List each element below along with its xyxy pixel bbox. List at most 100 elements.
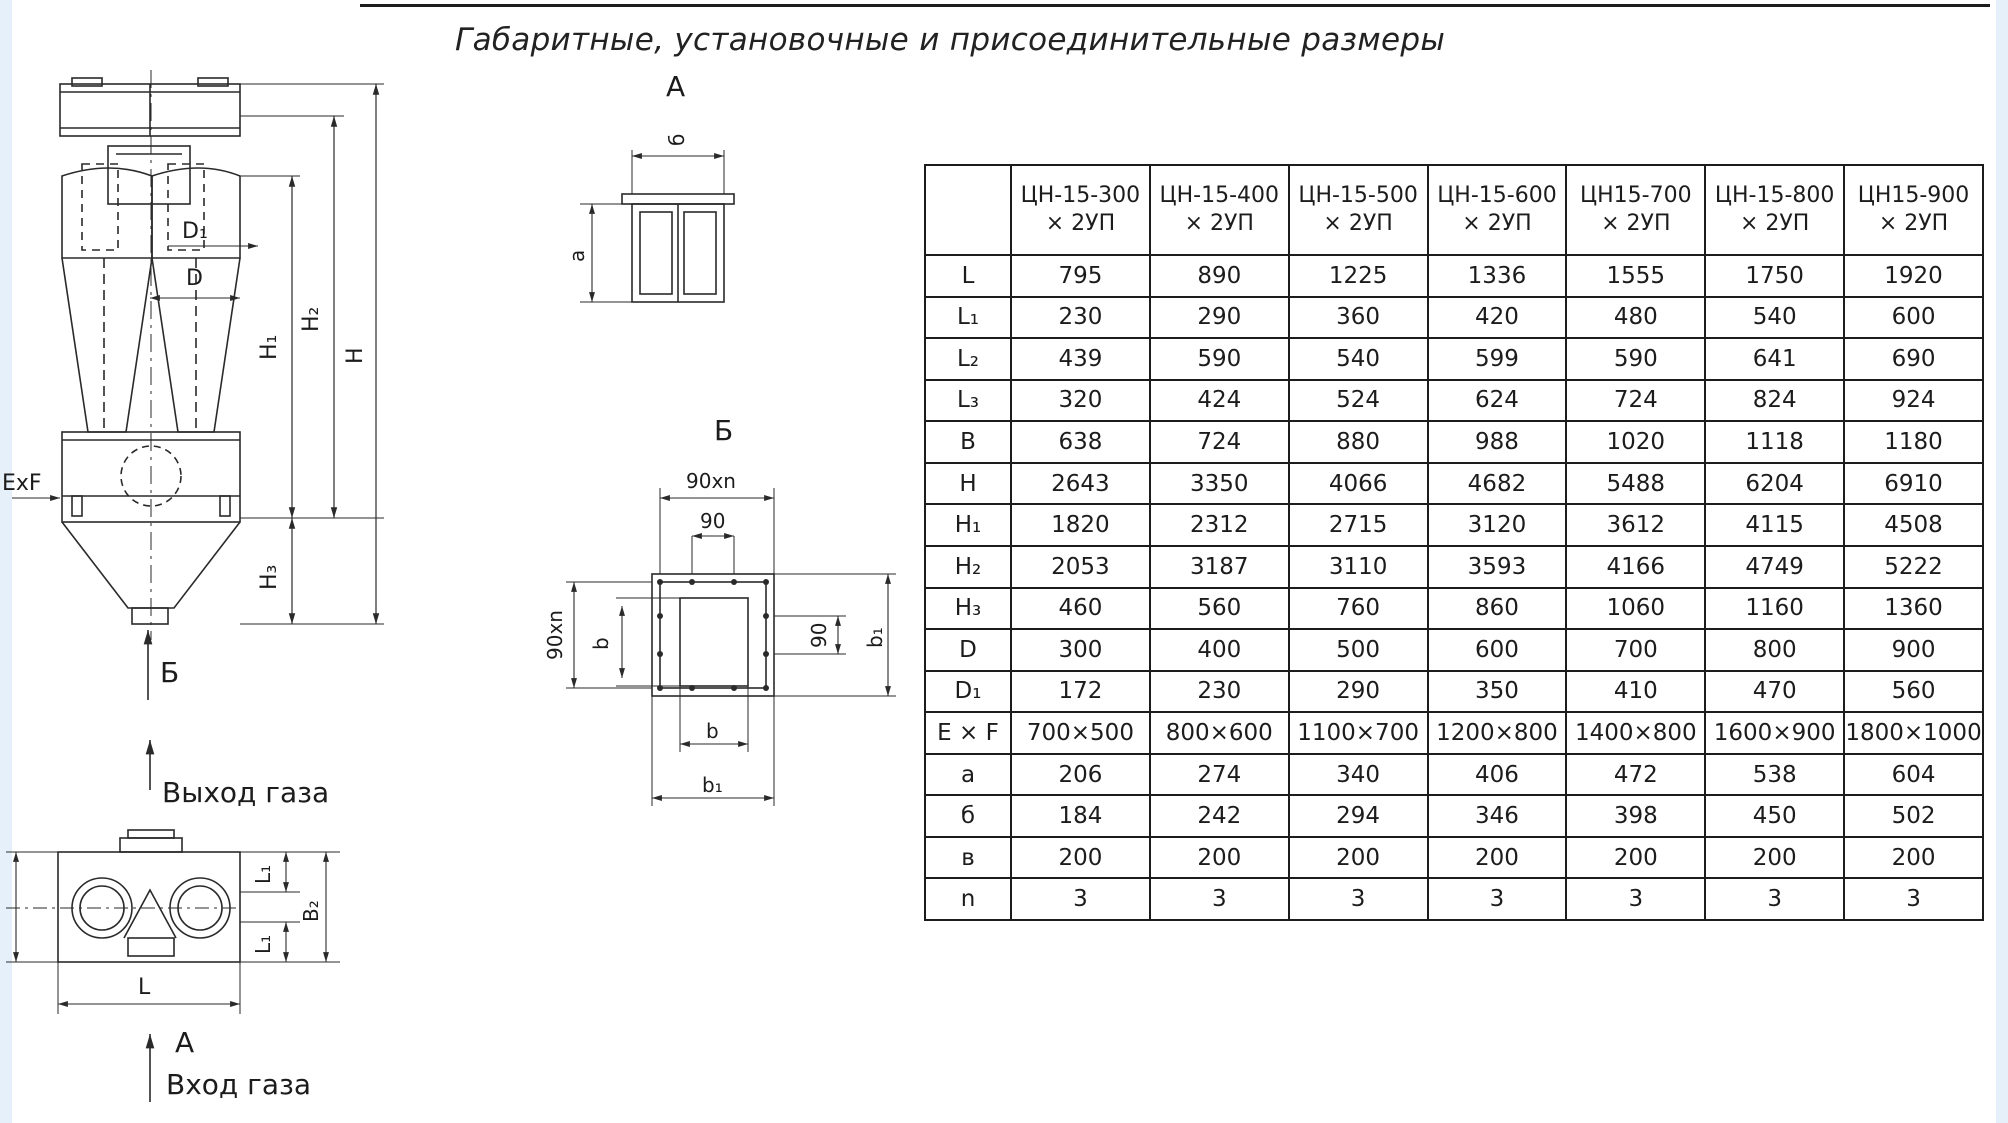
value-cell: 4508: [1843, 503, 1984, 547]
value-cell: 460: [1010, 586, 1151, 631]
parameter-cell: L: [924, 254, 1012, 298]
column-header: ЦН-15-600 × 2УП: [1426, 164, 1568, 256]
value-cell: 6204: [1704, 461, 1846, 506]
value-cell: 988: [1426, 420, 1568, 464]
value-cell: 1360: [1843, 586, 1984, 631]
value-cell: 472: [1565, 752, 1707, 797]
value-cell: 540: [1287, 337, 1429, 381]
value-cell: 760: [1287, 586, 1429, 631]
parameter-cell: D: [924, 628, 1012, 672]
value-cell: 900: [1843, 628, 1984, 672]
value-cell: 824: [1704, 378, 1846, 423]
column-header: ЦН-15-300 × 2УП: [1010, 164, 1151, 256]
value-cell: 700: [1565, 628, 1707, 672]
value-cell: 924: [1843, 378, 1984, 423]
value-cell: 2715: [1287, 503, 1429, 547]
value-cell: 3: [1704, 877, 1846, 921]
parameter-cell: H₂: [924, 544, 1012, 589]
value-cell: 3: [1148, 877, 1290, 921]
value-cell: 1800×1000: [1843, 711, 1984, 755]
gas-in-label: Вход газа: [166, 1068, 311, 1101]
parameter-cell: D₁: [924, 669, 1012, 714]
value-cell: 230: [1010, 295, 1151, 340]
value-cell: 200: [1426, 835, 1568, 880]
value-cell: 3: [1843, 877, 1984, 921]
value-cell: 1336: [1426, 254, 1568, 298]
value-cell: 3110: [1287, 544, 1429, 589]
value-cell: 795: [1010, 254, 1151, 298]
dim-b-bottom-label: b: [706, 719, 719, 743]
parameter-cell: L₂: [924, 337, 1012, 381]
dim-b1-right-label: b₁: [863, 627, 887, 648]
value-cell: 500: [1287, 628, 1429, 672]
value-cell: 800: [1704, 628, 1846, 672]
value-cell: 2053: [1010, 544, 1151, 589]
view-b-label: Б: [714, 414, 733, 447]
value-cell: 1020: [1565, 420, 1707, 464]
value-cell: 1180: [1843, 420, 1984, 464]
value-cell: 4115: [1704, 503, 1846, 547]
arrow-a-label: А: [175, 1026, 194, 1059]
value-cell: 1820: [1010, 503, 1151, 547]
value-cell: 624: [1426, 378, 1568, 423]
value-cell: 400: [1148, 628, 1290, 672]
value-cell: 3350: [1148, 461, 1290, 506]
value-cell: 1060: [1565, 586, 1707, 631]
column-header: ЦН15-900 × 2УП: [1843, 164, 1984, 256]
value-cell: 502: [1843, 794, 1984, 838]
arrow-b-label: Б: [160, 656, 179, 689]
value-cell: 2312: [1148, 503, 1290, 547]
parameter-cell: H: [924, 461, 1012, 506]
dim-d1-label: D₁: [182, 219, 208, 244]
dim-l1-top-label: L₁: [251, 865, 275, 884]
top-rule: [360, 4, 1990, 7]
value-cell: 274: [1148, 752, 1290, 797]
value-cell: 398: [1565, 794, 1707, 838]
dim-l1-bottom-label: L₁: [251, 935, 275, 954]
value-cell: 5222: [1843, 544, 1984, 589]
value-cell: 5488: [1565, 461, 1707, 506]
view-b-flange: [566, 488, 896, 806]
dim-h3-label: H₃: [257, 565, 282, 590]
dim-b1-bottom-label: b₁: [702, 773, 723, 797]
page-edge-left: [0, 0, 12, 1123]
value-cell: 638: [1010, 420, 1151, 464]
value-cell: 1118: [1704, 420, 1846, 464]
value-cell: 3: [1010, 877, 1151, 921]
value-cell: 439: [1010, 337, 1151, 381]
value-cell: 590: [1565, 337, 1707, 381]
value-cell: 1100×700: [1287, 711, 1429, 755]
dim-b-left-label: b: [589, 637, 613, 650]
value-cell: 2643: [1010, 461, 1151, 506]
view-a: [580, 150, 735, 303]
value-cell: 3120: [1426, 503, 1568, 547]
dim-a-label: а: [565, 250, 589, 262]
value-cell: 724: [1565, 378, 1707, 423]
value-cell: 3: [1426, 877, 1568, 921]
value-cell: 600: [1426, 628, 1568, 672]
dim-90-right-label: 90: [807, 623, 831, 648]
value-cell: 4749: [1704, 544, 1846, 589]
value-cell: 1750: [1704, 254, 1846, 298]
value-cell: 294: [1287, 794, 1429, 838]
parameter-cell: n: [924, 877, 1012, 921]
value-cell: 300: [1010, 628, 1151, 672]
value-cell: 406: [1426, 752, 1568, 797]
value-cell: 1160: [1704, 586, 1846, 631]
column-header: ЦН-15-400 × 2УП: [1148, 164, 1290, 256]
value-cell: 350: [1426, 669, 1568, 714]
value-cell: 424: [1148, 378, 1290, 423]
dim-90xn-side-label: 90xn: [543, 610, 567, 660]
dim-90-top-label: 90: [700, 509, 725, 533]
value-cell: 200: [1148, 835, 1290, 880]
value-cell: 560: [1148, 586, 1290, 631]
parameter-cell: E × F: [924, 711, 1012, 755]
value-cell: 184: [1010, 794, 1151, 838]
